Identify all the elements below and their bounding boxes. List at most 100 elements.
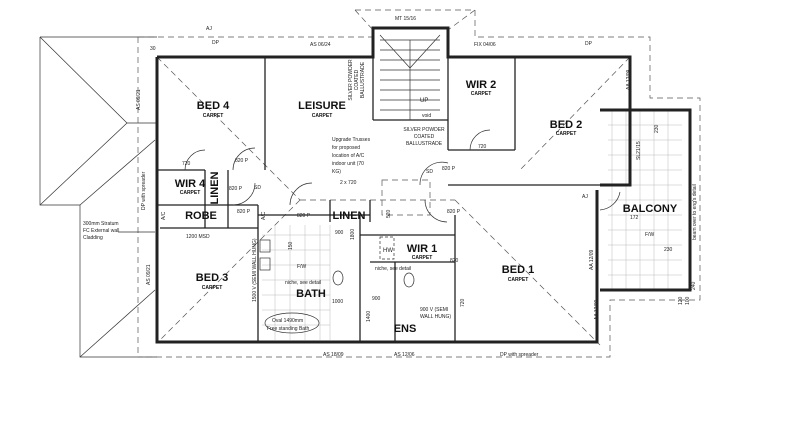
dim: 1800	[350, 229, 356, 240]
note-aj: AJ	[582, 194, 588, 200]
dim: 150	[288, 241, 294, 250]
dim: 240	[691, 281, 697, 290]
note-vanity-ens: WALL HUNG)	[420, 314, 451, 320]
room-linen-b: LINEN	[333, 210, 366, 222]
svg-text:indoor unit (70: indoor unit (70	[332, 161, 364, 167]
note-vanity-ens: 900 V (SEMI	[420, 307, 448, 313]
note-void: void	[422, 113, 431, 119]
svg-text:COATED: COATED	[354, 69, 360, 90]
window-tag: MT 15/16	[395, 16, 416, 22]
room-bed4: BED 4	[197, 100, 230, 112]
dim: 230	[654, 124, 660, 133]
dim: 820 P	[237, 209, 251, 215]
floor-waste: F/W	[645, 232, 654, 238]
note-up: UP	[420, 98, 428, 104]
svg-text:FC External wall: FC External wall	[83, 228, 119, 234]
note-dp: DP	[212, 40, 220, 46]
dim: 900	[372, 296, 381, 302]
note-dp-spreader: DP with spreader	[500, 352, 539, 358]
ac-unit: A/C	[261, 211, 267, 220]
room-bath: BATH	[296, 288, 326, 300]
room-wir1: WIR 1	[407, 243, 438, 255]
floor-bed1: CARPET	[508, 277, 529, 283]
room-bed1: BED 1	[502, 264, 534, 276]
window-tag: SL21/15	[636, 141, 642, 160]
dim: 820 P	[229, 186, 243, 192]
window-tag: AA 12/09	[594, 299, 600, 320]
svg-text:COATED: COATED	[414, 134, 435, 140]
dim: 820 P	[235, 158, 249, 164]
dim: 820 P	[442, 166, 456, 172]
note-bath: Free standing Bath	[267, 326, 309, 332]
svg-text:SILVER POWDER: SILVER POWDER	[403, 127, 445, 133]
window-tag: AS 06/24	[310, 42, 331, 48]
window-tag: FIX 04/06	[474, 42, 496, 48]
note-aj: AJ	[206, 26, 212, 32]
toilet-ens	[403, 272, 415, 288]
note-dp: DP	[585, 41, 593, 47]
note-niche: niche, see detail	[285, 280, 321, 286]
note-upgrade-trusses: Upgrade Trusses for proposed location of…	[332, 137, 431, 216]
svg-text:Cladding: Cladding	[83, 235, 103, 241]
room-wir2: WIR 2	[466, 79, 497, 91]
svg-text:BALLUSTRADE: BALLUSTRADE	[360, 61, 366, 98]
window-tag: AA 12/09	[626, 69, 632, 90]
svg-text:Upgrade Trusses: Upgrade Trusses	[332, 137, 371, 143]
dim: 900	[335, 230, 344, 236]
dim: 1400	[366, 311, 372, 322]
dim: 720	[478, 144, 487, 150]
fixtures	[259, 236, 415, 334]
room-robe: ROBE	[185, 210, 217, 222]
floor-wir1: CARPET	[412, 255, 433, 261]
walls	[155, 26, 692, 344]
floor-wir4: CARPET	[180, 190, 201, 196]
floor-bed3: CARPET	[202, 285, 223, 291]
svg-text:KG): KG)	[332, 169, 341, 175]
dim: 720	[182, 161, 191, 167]
floor-wir2: CARPET	[471, 91, 492, 97]
bathtub	[264, 312, 320, 334]
note-bath: Oval 1490mm	[272, 318, 303, 324]
note-beam: beam over to eng's detail	[692, 184, 698, 240]
dim: 1200 MSD	[186, 234, 210, 240]
svg-text:BALLUSTRADE: BALLUSTRADE	[406, 141, 443, 147]
window-tag: AS 09/21	[136, 89, 142, 110]
dim: 230	[664, 247, 673, 253]
smoke-detector: SD	[426, 169, 433, 175]
note-30: 30	[150, 46, 156, 52]
svg-text:300mm Stratum: 300mm Stratum	[83, 221, 119, 227]
floor-waste: F/W	[297, 264, 306, 270]
dim: 520	[386, 209, 392, 218]
svg-text:location of A/C: location of A/C	[332, 153, 365, 159]
ac-unit: A/C	[161, 211, 167, 220]
dim: 820 P	[447, 209, 461, 215]
dim: 820	[450, 258, 459, 264]
svg-text:SILVER POWDER: SILVER POWDER	[348, 59, 354, 101]
window-tag: AS 09/21	[146, 264, 152, 285]
dim: 100	[685, 296, 691, 305]
smoke-detector: SD	[254, 185, 261, 191]
room-linen-a: LINEN	[209, 171, 221, 204]
room-leisure: LEISURE	[298, 100, 346, 112]
toilet-bath	[332, 270, 344, 286]
floor-leisure: CARPET	[312, 113, 333, 119]
dim: 172	[630, 215, 639, 221]
room-wir4: WIR 4	[175, 178, 206, 190]
room-balcony: BALCONY	[623, 203, 678, 215]
note-balustrade: SILVER POWDER COATED BALLUSTRADE SILVER …	[348, 59, 445, 147]
dim: 820 P	[297, 213, 311, 219]
note-vanity-bath: 1500 V (SEMI WALL HUNG)	[252, 238, 258, 302]
window-tag: AS 12/06	[394, 352, 415, 358]
note-niche: niche, see detail	[375, 266, 411, 272]
room-bed3: BED 3	[196, 272, 228, 284]
balcony-tiles	[262, 110, 682, 340]
roof-outline	[39, 9, 701, 358]
svg-text:for proposed: for proposed	[332, 145, 360, 151]
note-dp-spreader: DP with spreader	[141, 171, 147, 210]
room-ens: ENS	[394, 323, 417, 335]
doors	[184, 129, 621, 223]
room-bed2: BED 2	[550, 119, 582, 131]
dim: 2 x 720	[340, 180, 357, 186]
dim: 120	[678, 296, 684, 305]
